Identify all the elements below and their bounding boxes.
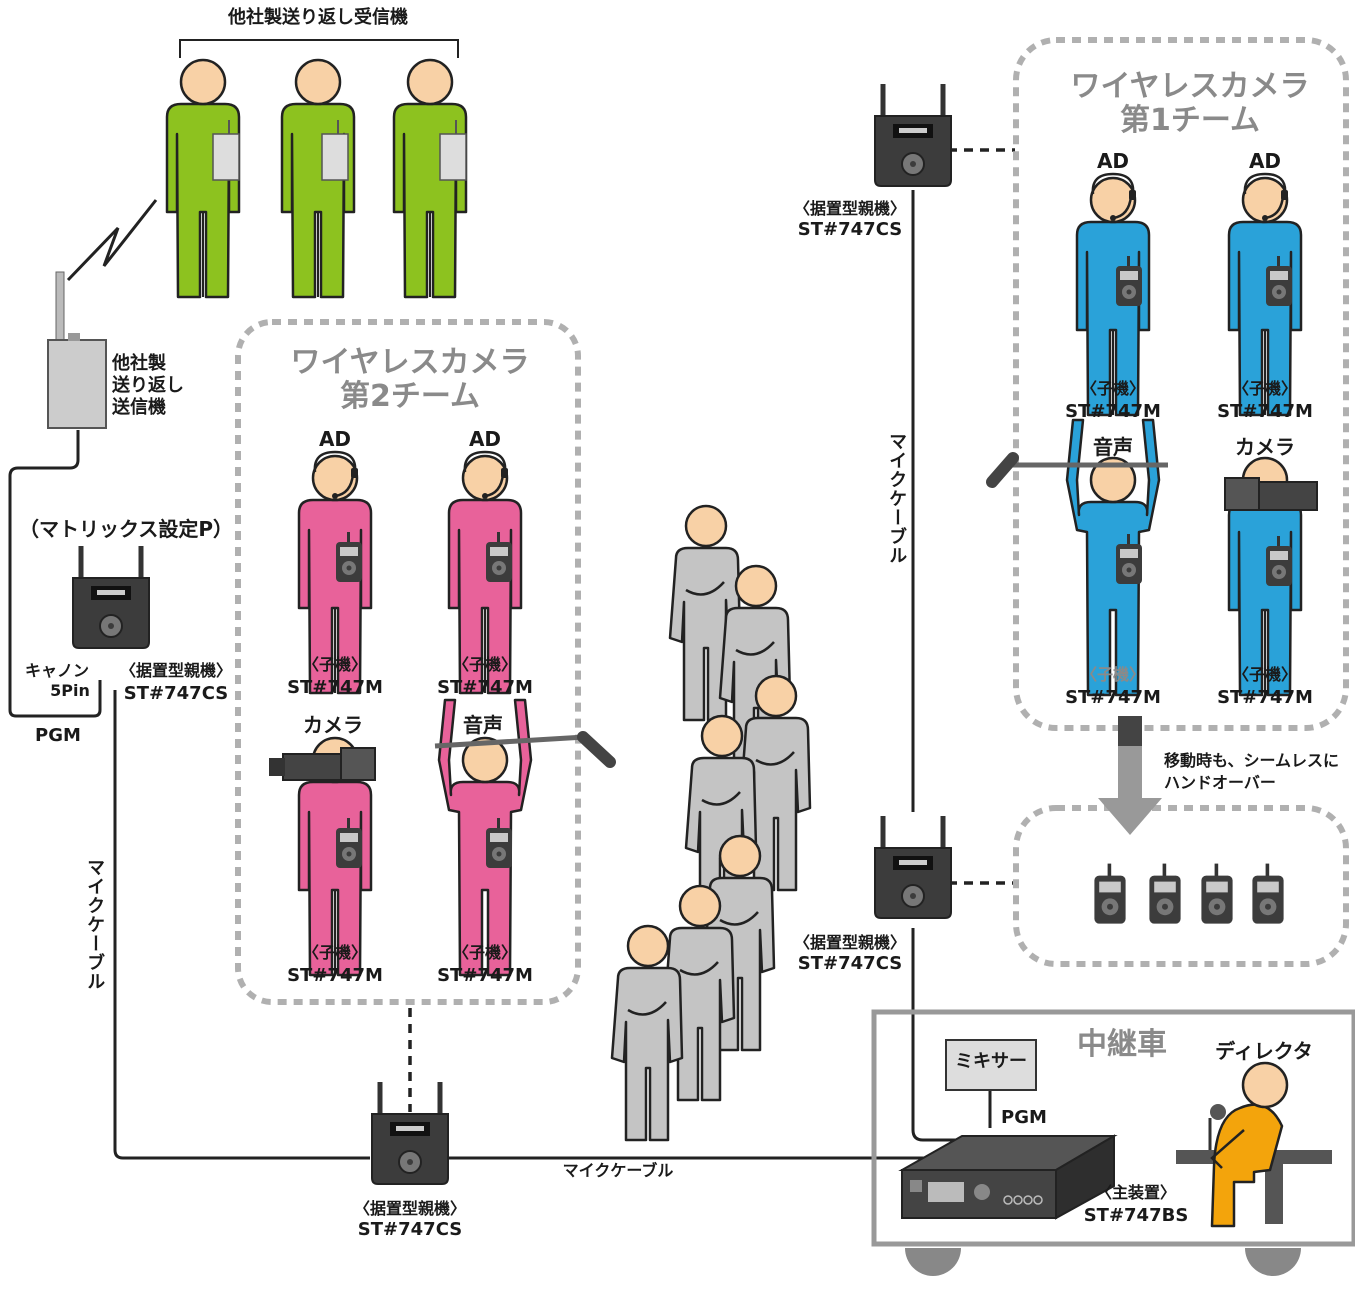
arrow-down-icon: [1098, 716, 1162, 835]
team1-role-3: 音声: [1093, 435, 1133, 459]
team2-role-2: AD: [468, 427, 502, 451]
boom-mic-icon: [434, 731, 616, 768]
handover-box: [1013, 805, 1349, 967]
mic-cable-left: マイクケーブル: [84, 858, 106, 991]
receivers-bracket: [179, 39, 459, 58]
team2-role-3: カメラ: [303, 713, 363, 737]
cables: [8, 190, 1000, 1160]
video-camera-icon: [269, 747, 376, 781]
base-type-top-right: 〈据置型親機〉: [793, 199, 907, 218]
team1-role-1: AD: [1096, 149, 1130, 173]
pgm-label-left: PGM: [35, 725, 81, 746]
base-type-left: 〈据置型親機〉: [119, 661, 233, 680]
team2-role-1: AD: [318, 427, 352, 451]
team1-handset-model-4: ST#747M: [1217, 687, 1313, 708]
receiver-person-2: [280, 58, 356, 299]
team1-role-4: カメラ: [1235, 435, 1295, 459]
main-unit-type: 〈主装置〉: [1095, 1183, 1177, 1202]
mixer-box: [945, 1039, 1037, 1091]
base-station-icon: [875, 816, 951, 918]
walkie-talkie-icon: [1149, 863, 1181, 924]
team1-handset-model-2: ST#747M: [1217, 401, 1313, 422]
team2-handset-type-4: 〈子機〉: [452, 943, 518, 962]
pgm-label-van: PGM: [1001, 1107, 1047, 1128]
base-station-icon: [875, 84, 951, 186]
wireless-links: [408, 148, 1015, 1112]
base-model-left: ST#747CS: [123, 683, 229, 704]
director-person: [1210, 1061, 1289, 1228]
boom-mic-icon: [986, 452, 1168, 488]
receivers-title: 他社製送り返し受信機: [228, 7, 408, 28]
transmitter-label-2: 送り返し: [112, 375, 184, 396]
ob-van: [871, 1009, 1355, 1276]
team2-handset-model-3: ST#747M: [287, 965, 383, 986]
handover-note-2: ハンドオーバー: [1164, 773, 1276, 792]
transmitter-device: [47, 271, 107, 429]
team1-camera: [1224, 456, 1318, 697]
team1-role-2: AD: [1248, 149, 1282, 173]
team1-box: [1013, 37, 1349, 731]
base-station-icon: [372, 1082, 448, 1184]
team2-camera: [269, 736, 376, 977]
team2-title-1: ワイヤレスカメラ: [290, 345, 530, 380]
ob-van-label: 中継車: [1077, 1027, 1167, 1062]
receiver-person-1: [165, 58, 241, 299]
team2-handset-model-4: ST#747M: [437, 965, 533, 986]
team2-box: [235, 319, 581, 1005]
mixer-label: ミキサー: [955, 1051, 1027, 1072]
team1-handset-model-3: ST#747M: [1065, 687, 1161, 708]
transmitter-label-1: 他社製: [112, 353, 166, 374]
base-station-icon: [73, 546, 149, 648]
team2-role-4: 音声: [463, 713, 503, 737]
walkie-talkie-icon: [1201, 863, 1233, 924]
receiver-person-3: [392, 58, 468, 299]
base-model-bottom: ST#747CS: [357, 1219, 463, 1240]
main-unit-model: ST#747BS: [1083, 1205, 1189, 1226]
team1-title-1: ワイヤレスカメラ: [1070, 69, 1310, 104]
runner-group: [610, 504, 812, 1142]
team1-handset-type-3: 〈子機〉: [1080, 665, 1146, 684]
base-type-bottom: 〈据置型親機〉: [353, 1199, 467, 1218]
base-model-top-right: ST#747CS: [797, 219, 903, 240]
radio-wave-icon: [66, 199, 158, 282]
matrix-label: （マトリックス設定P）: [18, 517, 234, 541]
team1-title-2: 第1チーム: [1120, 103, 1260, 138]
canon-label-1: キャノン: [24, 661, 90, 680]
base-model-mid-right: ST#747CS: [797, 953, 903, 974]
walkie-talkie-icon: [1094, 863, 1126, 924]
team2-handset-type-1: 〈子機〉: [302, 655, 368, 674]
team2-handset-type-3: 〈子機〉: [302, 943, 368, 962]
base-type-mid-right: 〈据置型親機〉: [793, 933, 907, 952]
team1-handset-type-4: 〈子機〉: [1232, 665, 1298, 684]
team1-handset-model-1: ST#747M: [1065, 401, 1161, 422]
team2-handset-type-2: 〈子機〉: [452, 655, 518, 674]
mic-cable-right: マイクケーブル: [886, 432, 908, 565]
team1-handset-type-2: 〈子機〉: [1232, 379, 1298, 398]
video-camera-icon: [1224, 477, 1318, 511]
director-label: ディレクタ: [1215, 1039, 1313, 1063]
main-unit-icon: [898, 1134, 1118, 1220]
team2-handset-model-1: ST#747M: [287, 677, 383, 698]
team2-handset-model-2: ST#747M: [437, 677, 533, 698]
walkie-talkie-icon: [1252, 863, 1284, 924]
canon-label-2: 5Pin: [50, 681, 90, 700]
team1-audio: [1065, 418, 1161, 697]
team1-handset-type-1: 〈子機〉: [1080, 379, 1146, 398]
mic-cable-bottom: マイクケーブル: [562, 1161, 674, 1180]
handover-note-1: 移動時も、シームレスに: [1164, 751, 1340, 770]
team2-title-2: 第2チーム: [340, 379, 480, 414]
transmitter-label-3: 送信機: [112, 397, 166, 418]
